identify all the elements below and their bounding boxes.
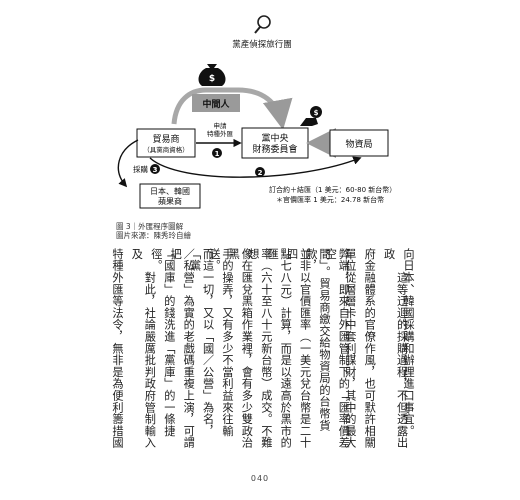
material-bureau-box — [329, 129, 389, 157]
svg-text:3: 3 — [153, 166, 158, 174]
figure-caption: 圖 3｜外匯程序圖解 — [116, 222, 184, 231]
purchase-flow-arrow — [117, 139, 139, 188]
apply-label-line2: 特種外匯 — [207, 129, 234, 138]
svg-text:1: 1 — [215, 150, 220, 158]
apple-trader-label: 蘋果商 — [158, 196, 182, 206]
hand-holding-money-icon: $ — [300, 106, 322, 126]
step-1-badge: 1 — [212, 148, 222, 158]
trader-sub-label: （具黨商資格） — [143, 145, 189, 154]
japan-korea-label: 日本、韓國 — [150, 186, 190, 196]
contract-flow-arrow — [149, 156, 362, 178]
text-column: 而這一切，又以「國／公營」為名，「黨 — [188, 248, 215, 437]
step-3-badge: 3 — [150, 164, 160, 174]
text-column: 這等迂迴的採購過程，不但透露出政 — [382, 248, 409, 449]
magnifier-icon — [254, 15, 271, 34]
text-column: 弊端，即來自外匯管制下的「匯率價差空 — [324, 248, 351, 449]
svg-text:2: 2 — [258, 169, 263, 177]
svg-text:$: $ — [209, 74, 215, 84]
body-text: 向日本、韓國採購和辦理進口事宜。 這等迂迴的採購過程，不但透露出政府金融體系的官… — [104, 248, 416, 454]
central-sub-label: 財務委員會 — [252, 143, 297, 155]
fx-procedure-diagram: 黨產偵探旅行團 $ 中間人 貿易商 （具黨商資格） 申請 特種外匯 1 黨中央 … — [117, 15, 396, 209]
middleman-flow-arrow — [171, 87, 293, 130]
text-column: 並非以官價匯率（一美元兌台幣是二十四 — [285, 248, 312, 449]
central-committee-box — [241, 127, 309, 159]
text-column: 點七八元）計算，而是以遠高於黑市的匯 — [266, 248, 293, 449]
rate-label-line2: ＊官價匯率 1 美元：24.78 新台幣 — [276, 195, 384, 204]
image-source: 圖片來源：陳秀玲自繪 — [116, 231, 191, 240]
text-column: 手的操弄，又有多少不當利益來往輸送。 — [208, 248, 234, 437]
money-bag-icon: $ — [198, 64, 226, 86]
trader-box — [136, 128, 196, 158]
text-column: 對此，社論嚴厲批判政府管制輸入及 — [130, 248, 157, 449]
text-column: 特種外匯等法令，無非是為便利籌措國 — [111, 248, 124, 449]
page-number: 040 — [250, 474, 270, 483]
middleman-label: 中間人 — [202, 98, 230, 110]
text-column: ／私營」為實的老戲碼重複上演，可謂把 — [169, 248, 196, 449]
japan-korea-box — [139, 183, 201, 209]
text-column: 「國庫」的錢洗進「黨庫」的一條捷徑。 — [149, 248, 176, 437]
header-title: 黨產偵探旅行團 — [232, 39, 292, 50]
central-label: 黨中央 — [261, 132, 288, 144]
text-column: 府金融體系的官僚作風，也可默許相關 — [363, 248, 377, 449]
text-column: 單位從層層卡中套利謀財，其中的最大 — [343, 248, 357, 449]
purchase-label: 採購 — [133, 164, 148, 174]
text-column: 像在匯兌黑箱作業裡，會有多少雙政治黑 — [227, 248, 254, 449]
svg-text:$: $ — [314, 109, 319, 117]
trader-label: 貿易商 — [152, 133, 179, 145]
rate-label-line1: 訂合約＋結匯（1 美元：60-80 新台幣） — [269, 185, 396, 194]
text-column: 率（六十至八十元新台幣）成交。不難想 — [246, 248, 273, 449]
text-column: 間」。貿易商繳交給物資局的台幣貨款， — [305, 248, 331, 432]
apply-label-line1: 申請 — [214, 121, 228, 130]
text-column: 向日本、韓國採購和辦理進口事宜。 — [402, 248, 415, 437]
step-2-badge: 2 — [255, 167, 265, 177]
middleman-box — [192, 94, 240, 112]
bureau-label: 物資局 — [345, 138, 372, 150]
